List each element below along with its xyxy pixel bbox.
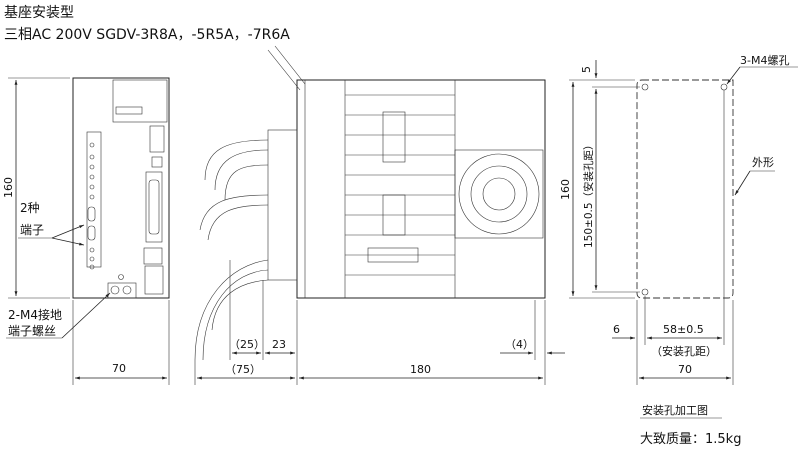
ground-label-2: 端子螺丝 bbox=[8, 324, 56, 338]
left-offset-dim: 6 bbox=[613, 323, 620, 336]
holes-label: 3-M4螺孔 bbox=[740, 54, 789, 67]
dim-25: （25） bbox=[229, 338, 265, 351]
terminal-label-2: 端子 bbox=[20, 223, 44, 237]
vertical-hole-pitch: 150±0.5（安装孔距） bbox=[582, 139, 595, 248]
mounting-hole-view: 5 160 150±0.5（安装孔距） 3-M4螺孔 外形 6 58±0.5 （… bbox=[559, 54, 798, 447]
ground-label-1: 2-M4接地 bbox=[8, 307, 62, 322]
page-title: 基座安装型 bbox=[4, 5, 74, 21]
horizontal-hole-pitch-note: （安装孔距） bbox=[651, 344, 717, 358]
outline-label: 外形 bbox=[752, 156, 774, 169]
mount-height-dim: 160 bbox=[559, 179, 572, 200]
front-view: 160 70 2种 端子 2-M4接地 端子螺丝 bbox=[2, 77, 170, 385]
dim-75: （75） bbox=[225, 363, 261, 376]
dim-23: 23 bbox=[272, 338, 286, 351]
front-width-dim: 70 bbox=[112, 362, 126, 375]
approx-mass: 大致质量：1.5kg bbox=[640, 432, 741, 447]
dim-4: （4） bbox=[505, 338, 534, 351]
model-subtitle: 三相AC 200V SGDV-3R8A，-5R5A，-7R6A bbox=[4, 27, 290, 43]
terminal-circles bbox=[87, 142, 96, 270]
mounting-caption: 安装孔加工图 bbox=[642, 403, 708, 417]
horizontal-hole-pitch: 58±0.5 bbox=[663, 323, 704, 336]
mount-width-dim: 70 bbox=[678, 363, 692, 376]
side-view: （25） 23 （75） 180 （4） bbox=[194, 45, 565, 385]
front-height-dim: 160 bbox=[2, 177, 15, 198]
terminal-label-1: 2种 bbox=[20, 201, 40, 215]
top-offset-dim: 5 bbox=[580, 66, 593, 73]
dim-180: 180 bbox=[410, 363, 431, 376]
fan bbox=[454, 149, 544, 239]
